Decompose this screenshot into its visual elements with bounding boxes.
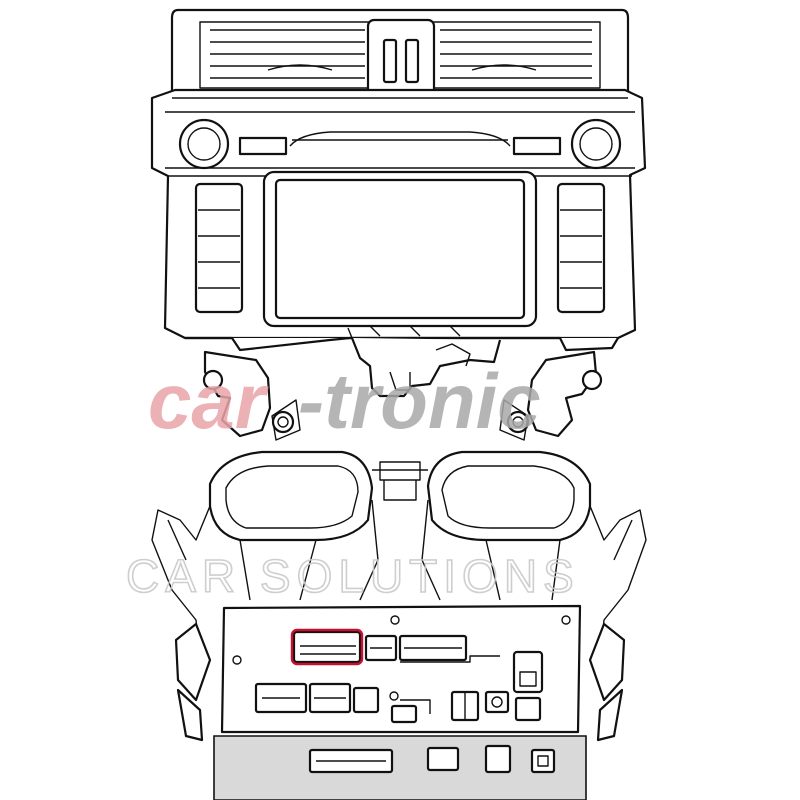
watermark-brand-part-2: -tronic [298, 357, 541, 445]
rear-bracket-center [350, 337, 502, 398]
connector-socket [292, 630, 362, 664]
brand-watermark: car -tronic CAR SOLUTIONS [125, 357, 580, 603]
head-unit-rear [213, 604, 587, 800]
center-console [151, 450, 647, 742]
watermark-tagline: CAR SOLUTIONS [126, 550, 580, 602]
mounting-hole-left [202, 369, 224, 391]
dashboard-front-panel [150, 8, 647, 441]
mounting-frame [185, 336, 619, 352]
volume-knob [178, 118, 230, 170]
mounting-hole-right-lower [506, 410, 530, 434]
right-air-duct [426, 450, 592, 542]
mounting-hole-left-lower [271, 410, 295, 434]
mounting-hole-right [581, 369, 603, 391]
tune-knob [570, 118, 622, 170]
left-button-column [194, 182, 244, 314]
display-screen [274, 178, 526, 320]
left-air-duct [208, 450, 374, 542]
connector-highlight [290, 628, 364, 666]
right-button-column [556, 182, 606, 314]
watermark-brand-part-1: car [148, 357, 269, 445]
connector-pins [300, 645, 356, 655]
lower-mounting-plate [213, 735, 587, 800]
vent-slats [210, 29, 592, 79]
